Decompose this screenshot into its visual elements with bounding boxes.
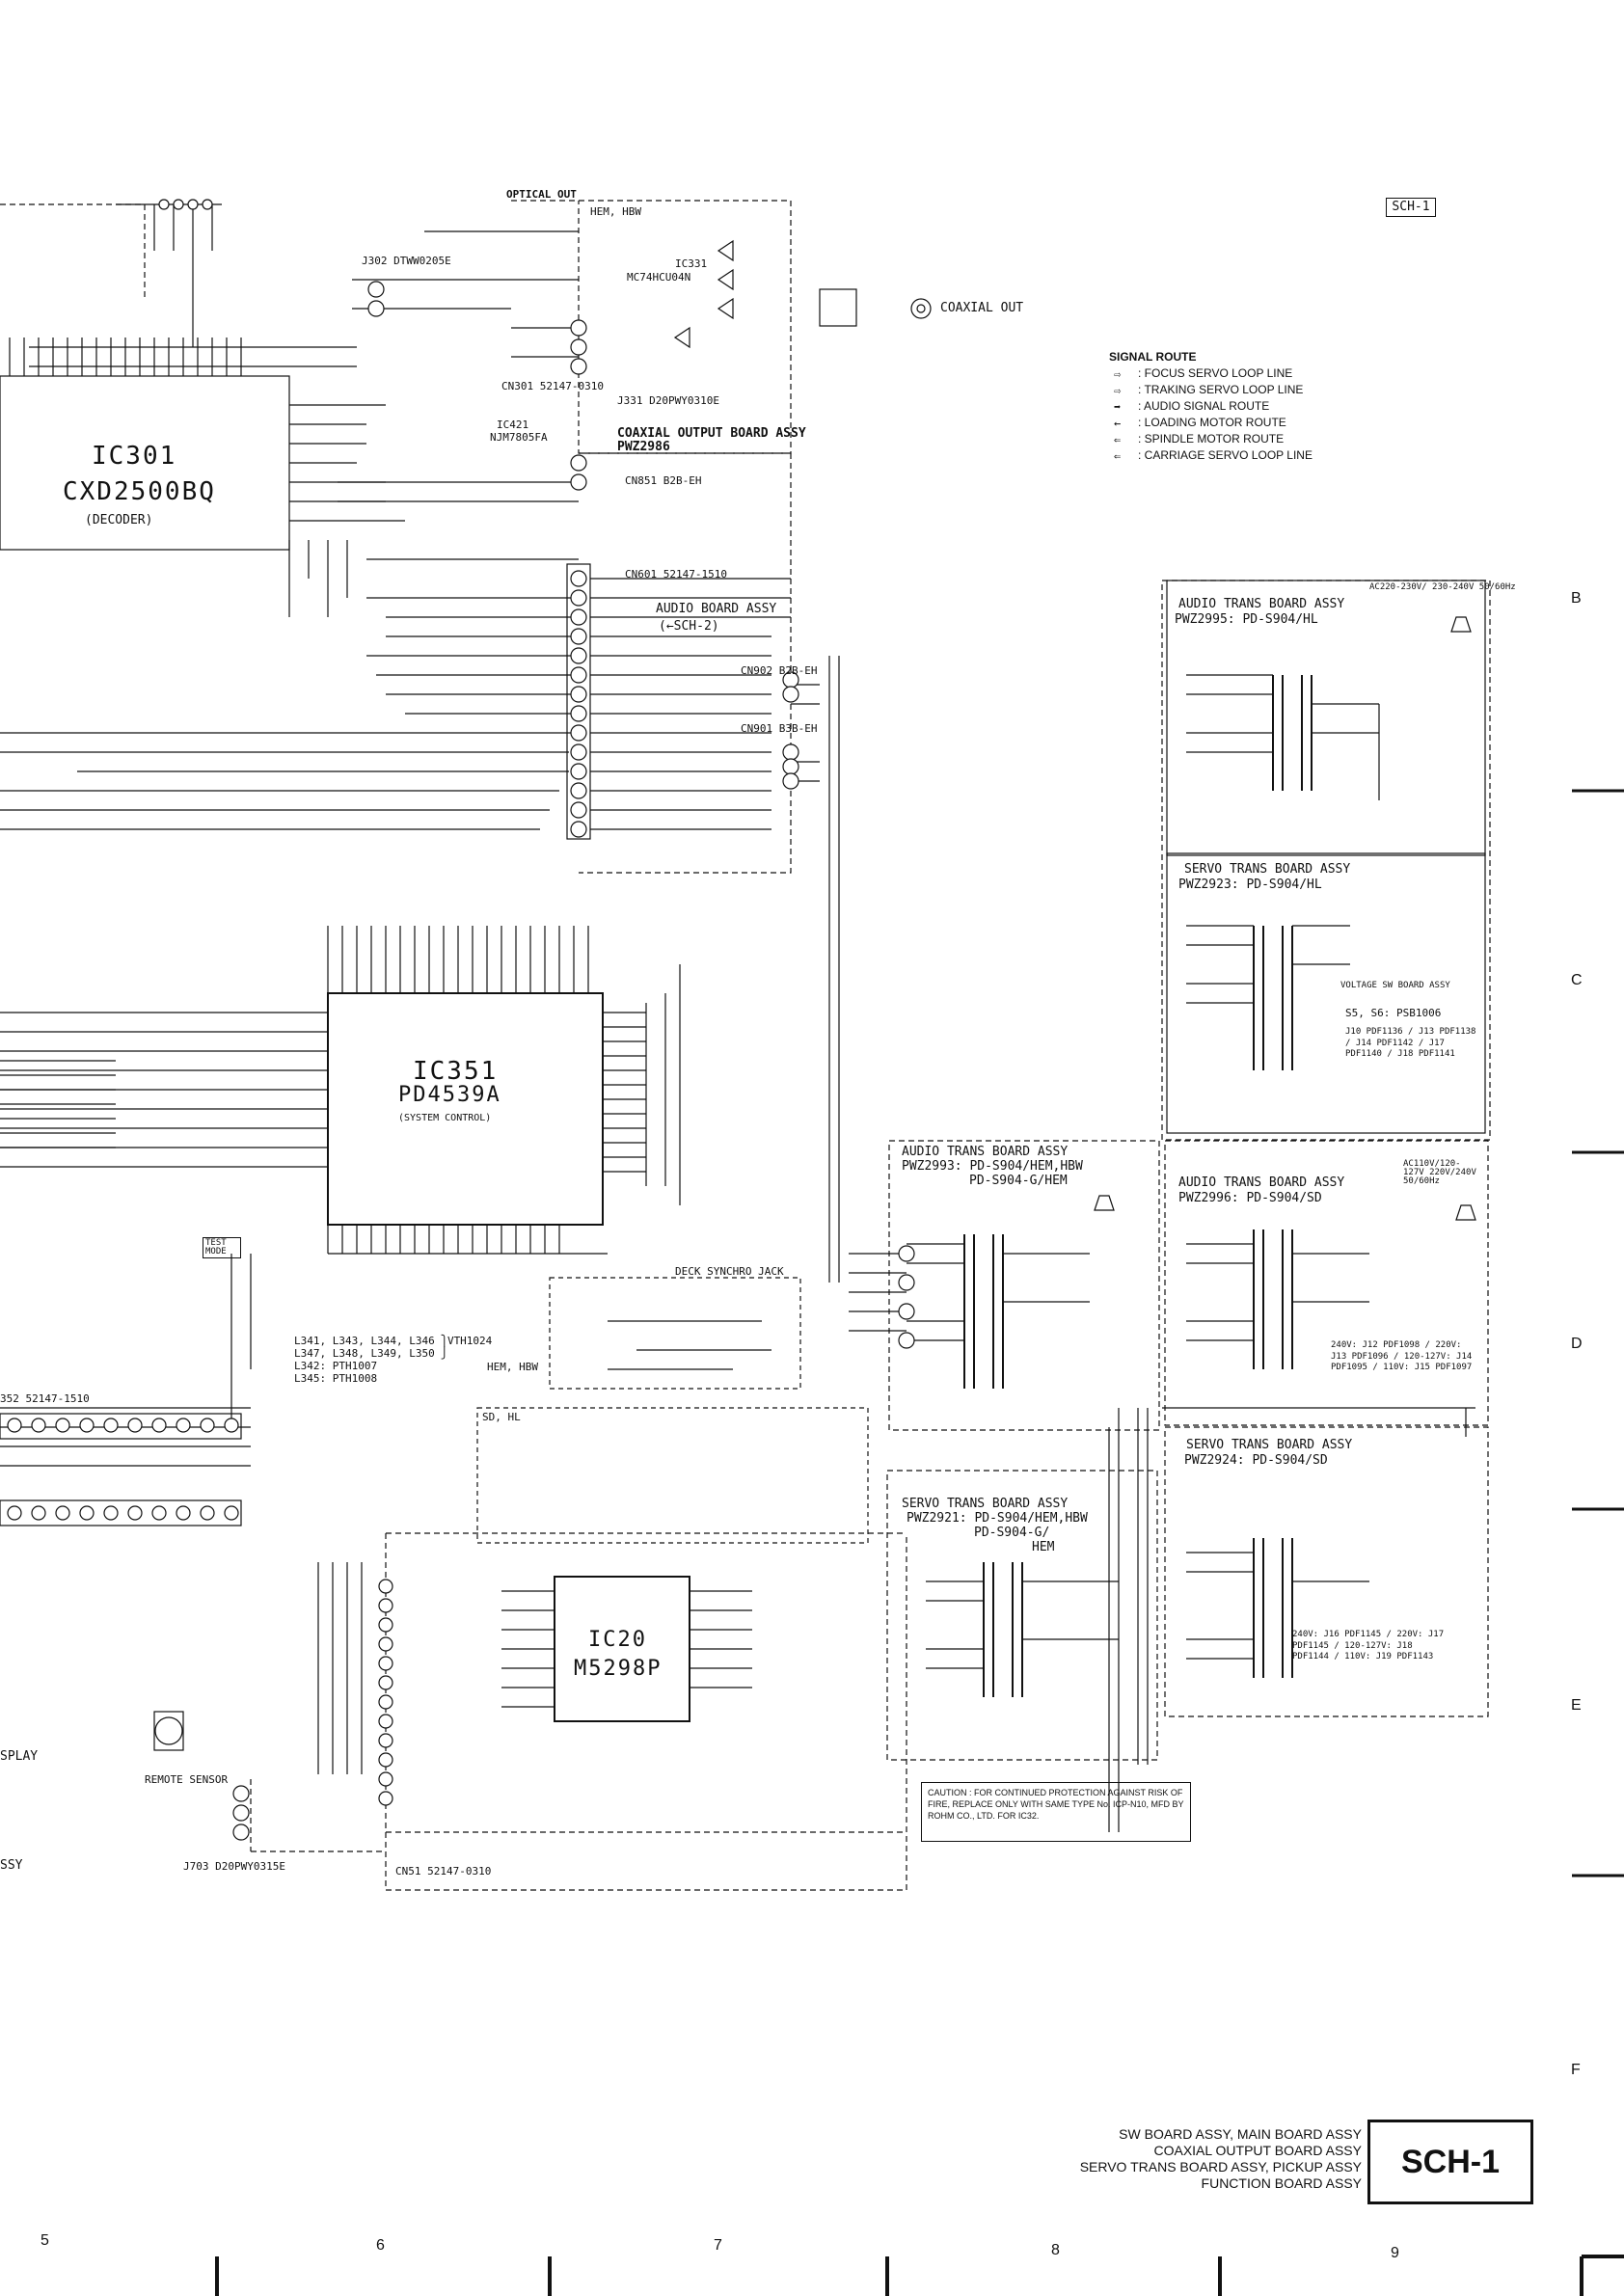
- grid-row-c: C: [1571, 972, 1583, 988]
- cn301-label: CN301 52147-0310: [501, 380, 604, 392]
- l-list-4: L345: PTH1008: [294, 1372, 378, 1385]
- legend-audio: : AUDIO SIGNAL ROUTE: [1138, 399, 1270, 413]
- coaxial-board-code: PWZ2986: [617, 440, 670, 454]
- cn851-label: CN851 B2B-EH: [625, 474, 702, 487]
- coaxial-board-label: COAXIAL OUTPUT BOARD ASSY: [617, 426, 806, 441]
- title-line-2: COAXIAL OUTPUT BOARD ASSY: [1153, 2143, 1362, 2158]
- cn352-label: 352 52147-1510: [0, 1392, 90, 1405]
- ic301-ref: IC301: [92, 442, 177, 471]
- ic351-part: PD4539A: [398, 1083, 501, 1107]
- grid-col-5: 5: [41, 2232, 49, 2249]
- legend-spindle: : SPINDLE MOTOR ROUTE: [1138, 432, 1285, 446]
- servo-trans-hem-code: PWZ2921: PD-S904/HEM,HBW: [907, 1511, 1088, 1526]
- grid-row-f: F: [1571, 2062, 1581, 2078]
- ic331-part: MC74HCU04N: [627, 271, 691, 284]
- grid-col-9: 9: [1391, 2245, 1399, 2261]
- test-mode-label: TEST MODE: [203, 1237, 241, 1258]
- title-line-1: SW BOARD ASSY, MAIN BOARD ASSY: [1119, 2126, 1362, 2142]
- optical-out-label: OPTICAL OUT: [506, 188, 577, 201]
- title-line-4: FUNCTION BOARD ASSY: [1201, 2175, 1362, 2191]
- caution-note: CAUTION : FOR CONTINUED PROTECTION AGAIN…: [921, 1782, 1191, 1842]
- audio-board-sheet-ref: (←SCH-2): [659, 619, 719, 634]
- cn51-label: CN51 52147-0310: [395, 1865, 492, 1877]
- grid-row-d: D: [1571, 1336, 1583, 1352]
- cn601-label: CN601 52147-1510: [625, 568, 727, 581]
- ic301-role: (DECODER): [85, 513, 153, 527]
- ac-sd-label: AC110V/120-127V 220V/240V 50/60Hz: [1403, 1159, 1476, 1186]
- ic301-part: CXD2500BQ: [63, 477, 216, 506]
- hem-hbw-label: HEM, HBW: [590, 205, 641, 218]
- s5s6-label: S5, S6: PSB1006: [1345, 1007, 1442, 1019]
- assy-label: SSY: [0, 1858, 23, 1873]
- sheet-tag: SCH-1: [1386, 198, 1436, 217]
- j703-label: J703 D20PWY0315E: [183, 1860, 285, 1873]
- audio-trans-sd-title: AUDIO TRANS BOARD ASSY: [1178, 1175, 1345, 1190]
- sheet-title-code: SCH-1: [1367, 2120, 1533, 2204]
- sd-hl-label: SD, HL: [482, 1411, 521, 1423]
- audio-trans-hem-code2: PD-S904-G/HEM: [969, 1174, 1068, 1188]
- l-list-3: L342: PTH1007: [294, 1360, 378, 1372]
- ic351-ref: IC351: [413, 1057, 499, 1086]
- hem-hbw-label-2: HEM, HBW: [487, 1361, 538, 1373]
- ic20-part: M5298P: [574, 1657, 663, 1681]
- audio-trans-hl-code: PWZ2995: PD-S904/HL: [1175, 612, 1318, 627]
- servo-trans-hem-code2: PD-S904-G/: [974, 1526, 1050, 1540]
- j-list-hl: J10 PDF1136 / J13 PDF1138 / J14 PDF1142 …: [1345, 1027, 1476, 1060]
- audio-trans-sd-code: PWZ2996: PD-S904/SD: [1178, 1191, 1322, 1205]
- ic20-ref: IC20: [588, 1628, 647, 1652]
- audio-trans-hl-title: AUDIO TRANS BOARD ASSY: [1178, 597, 1345, 611]
- j-list-sd2: 240V: J16 PDF1145 / 220V: J17 PDF1145 / …: [1292, 1630, 1445, 1662]
- grid-col-7: 7: [714, 2237, 722, 2254]
- l-list-2: L347, L348, L349, L350 ⎭: [294, 1347, 447, 1360]
- cn902-label: CN902 B2B-EH: [741, 664, 818, 677]
- servo-trans-hl-code: PWZ2923: PD-S904/HL: [1178, 878, 1322, 892]
- display-label: SPLAY: [0, 1749, 39, 1764]
- l-list-1: L341, L343, L344, L346 ⎫VTH1024: [294, 1335, 493, 1347]
- audio-trans-hem-title: AUDIO TRANS BOARD ASSY: [902, 1145, 1069, 1159]
- grid-col-6: 6: [376, 2237, 385, 2254]
- cn901-label: CN901 B3B-EH: [741, 722, 818, 735]
- legend-focus: : FOCUS SERVO LOOP LINE: [1138, 366, 1293, 380]
- j-list-sd: 240V: J12 PDF1098 / 220V: J13 PDF1096 / …: [1331, 1340, 1473, 1373]
- ic331-ref: IC331: [675, 257, 708, 270]
- ac-hl-label: AC220-230V/ 230-240V 50/60Hz: [1369, 582, 1516, 592]
- grid-col-8: 8: [1051, 2242, 1060, 2258]
- servo-trans-hem-code3: HEM: [1032, 1540, 1055, 1554]
- servo-trans-hem-title: SERVO TRANS BOARD ASSY: [902, 1497, 1069, 1511]
- voltage-sw-label: VOLTAGE SW BOARD ASSY: [1340, 981, 1450, 990]
- j302-label: J302 DTWW0205E: [362, 255, 451, 267]
- coaxial-out-label: COAXIAL OUT: [940, 301, 1024, 315]
- audio-board-ref: AUDIO BOARD ASSY: [656, 602, 777, 616]
- legend-loading: : LOADING MOTOR ROUTE: [1138, 416, 1286, 429]
- ic421-ref: IC421: [497, 419, 529, 431]
- title-line-3: SERVO TRANS BOARD ASSY, PICKUP ASSY: [1079, 2159, 1362, 2174]
- servo-trans-sd-code: PWZ2924: PD-S904/SD: [1184, 1453, 1328, 1468]
- legend-arrow-icons: ⇨⇨➡←⇐⇐: [1114, 367, 1122, 463]
- grid-row-b: B: [1571, 590, 1582, 607]
- remote-sensor-label: REMOTE SENSOR: [145, 1773, 229, 1786]
- servo-trans-hl-title: SERVO TRANS BOARD ASSY: [1184, 862, 1351, 877]
- legend-carriage: : CARRIAGE SERVO LOOP LINE: [1138, 448, 1313, 462]
- deck-synchro-label: DECK SYNCHRO JACK: [675, 1265, 784, 1278]
- grid-row-e: E: [1571, 1697, 1582, 1714]
- legend-tracking: : TRAKING SERVO LOOP LINE: [1138, 383, 1304, 396]
- servo-trans-sd-title: SERVO TRANS BOARD ASSY: [1186, 1438, 1353, 1452]
- ic421-part: NJM7805FA: [490, 431, 548, 444]
- j331-label: J331 D20PWY0310E: [617, 394, 719, 407]
- ic351-role: (SYSTEM CONTROL): [398, 1113, 492, 1123]
- audio-trans-hem-code: PWZ2993: PD-S904/HEM,HBW: [902, 1159, 1083, 1174]
- legend-title: SIGNAL ROUTE: [1109, 350, 1197, 364]
